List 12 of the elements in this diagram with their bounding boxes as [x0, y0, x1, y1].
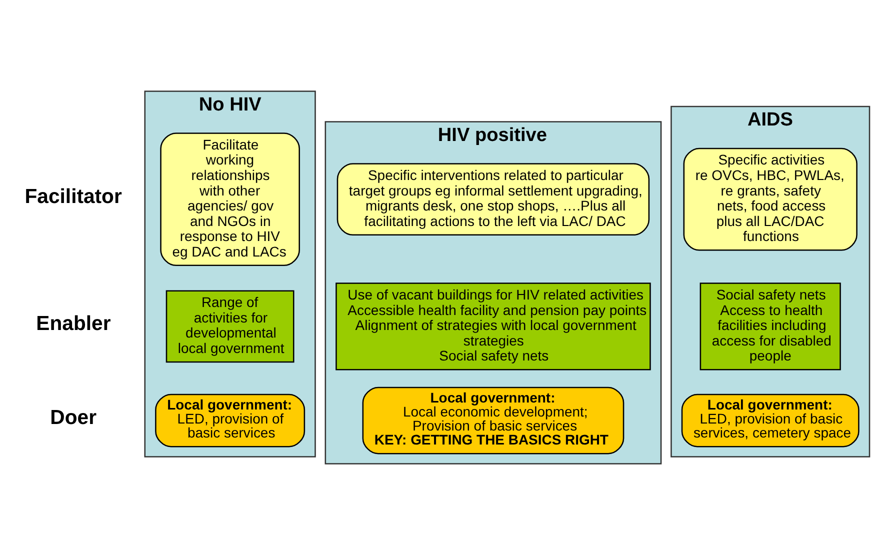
node-box: Specific interventions related to particular target groups eg informal settlement upgrading, migrants desk, one stop shops, ….Plus all facilitating actions to the left via LAC/ DAC	[336, 162, 650, 236]
node-box: Range of activities for developmental local government	[166, 290, 294, 362]
label: Doer	[50, 406, 96, 429]
label: Facilitator	[24, 185, 122, 208]
node-box: Specific activities re OVCs, HBC, PWLAs, re grants, safety nets, food access plus all LAC/DAC functions	[683, 147, 858, 250]
node-box: Local government: LED, provision of basic services, cemetery space	[681, 393, 860, 447]
node-box: Use of vacant buildings for HIV related activities Accessible health facility and pension pay points Alignment of strategies with local government strategies Social safety nets	[336, 282, 651, 370]
node-box: Facilitate working relationships with other agencies/ gov and NGOs in response to HIV eg DAC and LACs	[160, 132, 300, 266]
node-box: Social safety nets Access to health facilities including access for disabled people	[700, 282, 841, 370]
node-box: Local government: LED, provision of basic services	[155, 393, 306, 447]
label: Enabler	[36, 312, 111, 335]
node-box: Local government: Local economic development; Provision of basic services KEY: GETTING THE BASICS RIGHT	[362, 386, 624, 454]
